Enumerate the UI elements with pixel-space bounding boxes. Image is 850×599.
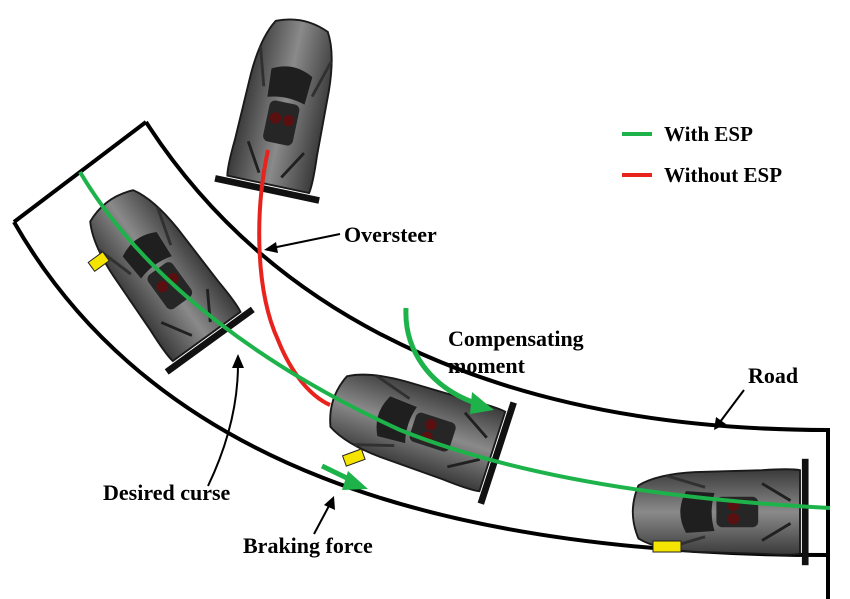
desired-course-label: Desired curse: [103, 480, 231, 505]
car-top: [212, 8, 357, 206]
legend: With ESP Without ESP: [622, 122, 782, 187]
road-pointer: [714, 389, 745, 430]
compensating-moment-label-line1: Compensating: [448, 326, 584, 351]
legend-label-without-esp: Without ESP: [664, 163, 782, 187]
with-esp-path: [78, 170, 831, 510]
straight-arrow-head: [342, 471, 368, 490]
brake-marker: [652, 540, 682, 553]
desired-course-pointer: [207, 354, 244, 487]
without-esp-path: [257, 149, 331, 407]
braking-force-label: Braking force: [243, 533, 373, 558]
oversteer-label: Oversteer: [344, 222, 437, 247]
car-icon: [212, 8, 357, 206]
road-inner-edge: [144, 120, 830, 598]
oversteer-pointer: [264, 233, 341, 253]
compensating-moment-label-line2: moment: [448, 353, 526, 378]
legend-label-with-esp: With ESP: [664, 122, 753, 146]
brake-marker: [87, 251, 110, 273]
curved-arrow-icon: [403, 307, 479, 407]
curved-arrow-head: [470, 392, 494, 414]
braking-force-pointer: [313, 496, 335, 535]
brake-marker: [341, 448, 366, 467]
road-label: Road: [748, 363, 798, 388]
